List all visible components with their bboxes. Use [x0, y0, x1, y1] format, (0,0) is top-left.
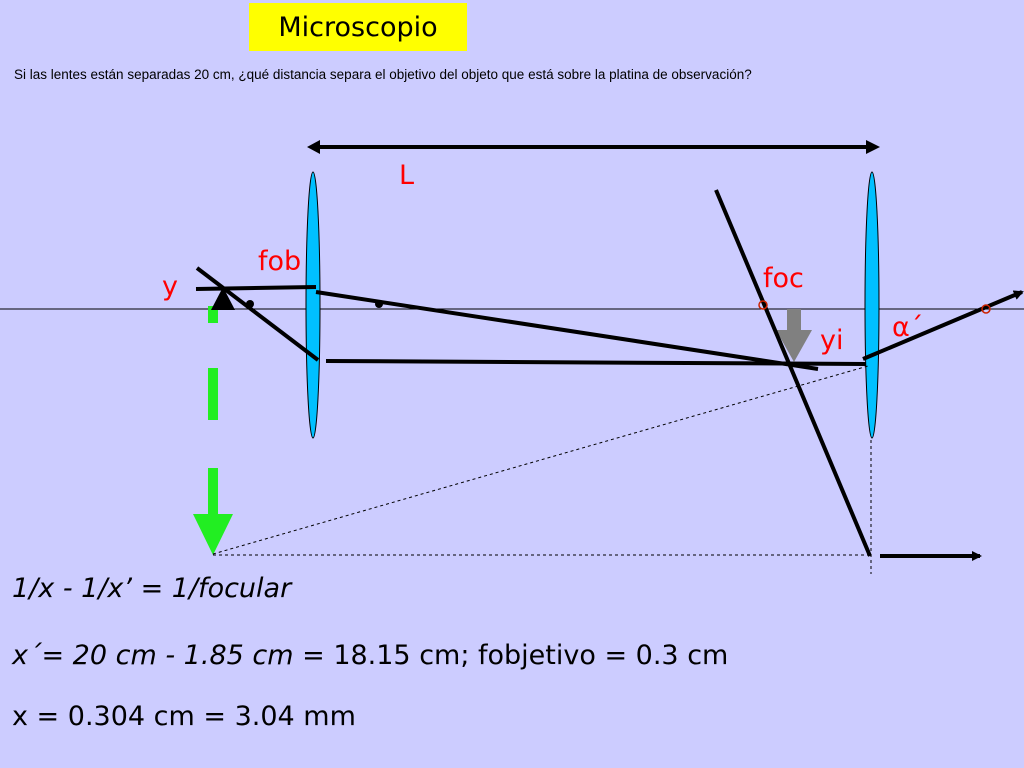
- focal-point-dot: [375, 300, 383, 308]
- intermediate-image-head: [776, 330, 812, 362]
- objective-lens: [305, 171, 321, 439]
- rays: [195, 189, 1024, 561]
- slide-title: Microscopio: [249, 3, 467, 51]
- label-yi: yi: [820, 325, 843, 356]
- intermediate-image-shaft: [787, 309, 801, 331]
- focal-point-marker: [758, 300, 768, 310]
- equation-lens-formula: 1/x - 1/x’ = 1/focular: [12, 573, 291, 604]
- equation-lens-formula-text: 1/x - 1/x’ = 1/focular: [12, 573, 292, 604]
- virtual-image-arrowhead: [193, 514, 233, 555]
- label-L: L: [399, 160, 414, 191]
- length-arrow-left-head: [307, 140, 320, 154]
- equation-image-distance-italic: x´= 20 cm - 1.85 cm: [12, 640, 294, 671]
- focal-point-dot: [246, 300, 254, 308]
- equation-object-distance: x = 0.304 cm = 3.04 mm: [12, 701, 356, 732]
- equation-image-distance-rest: = 18.15 cm; fobjetivo = 0.3 cm: [293, 640, 729, 671]
- focal-point-marker: [981, 304, 991, 314]
- object-arrow: [211, 287, 235, 310]
- label-y: y: [162, 271, 178, 302]
- label-alpha: α´: [892, 312, 923, 343]
- label-foc: foc: [763, 263, 804, 294]
- length-arrow-right-head: [866, 140, 880, 154]
- equation-image-distance: x´= 20 cm - 1.85 cm = 18.15 cm; fobjetiv…: [12, 640, 728, 671]
- ocular-lens: [864, 171, 880, 439]
- question-text: Si las lentes están separadas 20 cm, ¿qu…: [14, 67, 752, 82]
- label-fob: fob: [258, 246, 301, 277]
